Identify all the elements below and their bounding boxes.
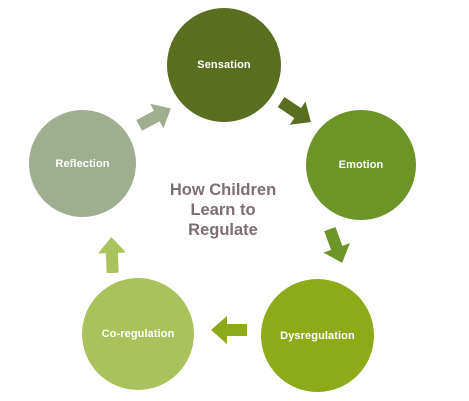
node-emotion: Emotion bbox=[306, 110, 416, 220]
node-label-reflection: Reflection bbox=[55, 157, 110, 170]
node-label-emotion: Emotion bbox=[338, 159, 384, 171]
title-line-1: How Children bbox=[169, 181, 277, 199]
diagram-title: How Children Learn to Regulate bbox=[148, 180, 298, 240]
node-sensation: Sensation bbox=[167, 8, 281, 122]
arrow-shape bbox=[97, 237, 126, 274]
node-label-dysregulation: Dysregulation bbox=[280, 329, 355, 342]
arrow-shape bbox=[323, 227, 350, 263]
node-co-regulation: Co-regulation bbox=[82, 278, 194, 390]
node-dysregulation: Dysregulation bbox=[261, 279, 374, 392]
arrow-shape bbox=[211, 316, 247, 344]
node-reflection: Reflection bbox=[29, 110, 136, 217]
arrow-shape bbox=[136, 103, 171, 131]
arrow-dysregulation-to-co-regulation bbox=[211, 316, 247, 344]
node-label-co-regulation: Co-regulation bbox=[101, 328, 175, 340]
node-label-sensation: Sensation bbox=[197, 59, 251, 71]
arrow-reflection-to-sensation bbox=[133, 96, 178, 138]
arrow-emotion-to-dysregulation bbox=[317, 224, 356, 267]
arrow-sensation-to-emotion bbox=[273, 90, 319, 133]
title-line-3: Regulate bbox=[188, 221, 258, 239]
arrow-shape bbox=[277, 96, 311, 125]
arrow-co-regulation-to-reflection bbox=[97, 237, 126, 274]
title-line-2: Learn to bbox=[190, 201, 256, 219]
